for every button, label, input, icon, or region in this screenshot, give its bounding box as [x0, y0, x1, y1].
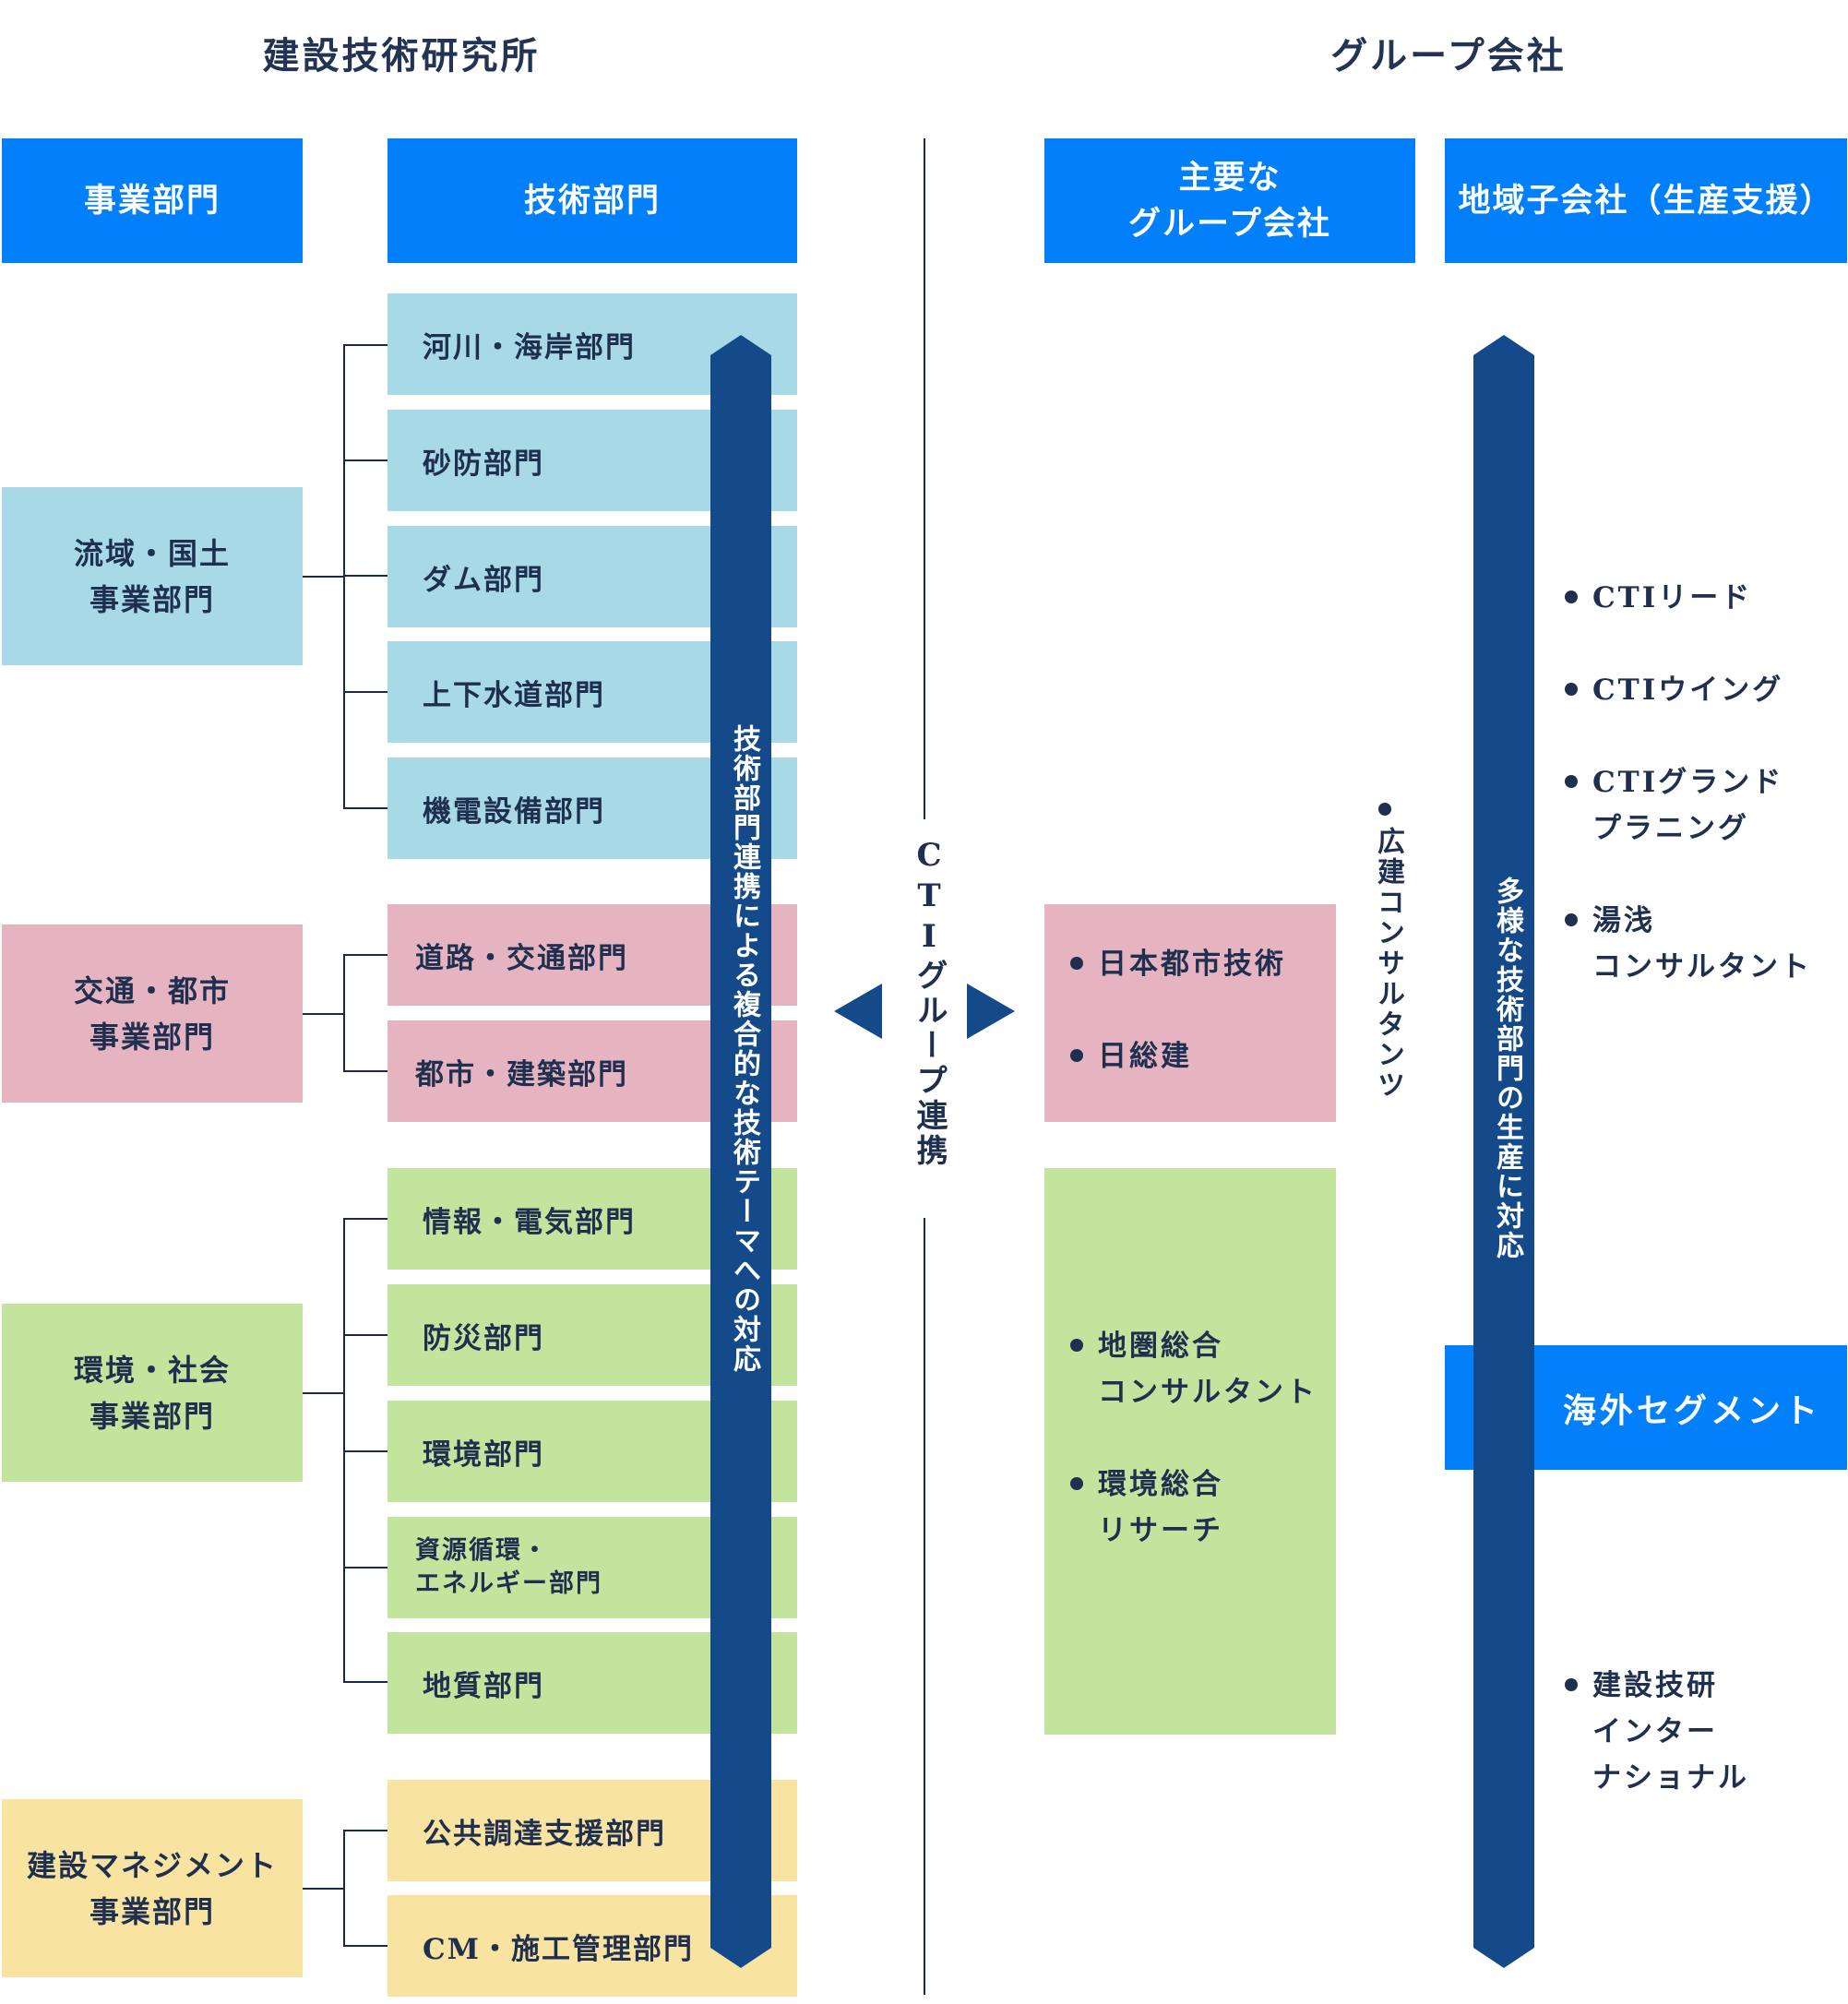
overseas-company-item: 建設技研インターナショナル — [1565, 1663, 1749, 1801]
production-label: 多様な技術部門の生産に対応 — [1491, 877, 1523, 1260]
connector — [303, 1392, 344, 1394]
bullet-icon — [1565, 682, 1578, 696]
group-company-item: 日総建 — [1070, 1033, 1192, 1080]
connector — [343, 691, 387, 693]
bullet-icon — [1565, 774, 1578, 788]
business-unit-construction: 建設マネジメント 事業部門 — [2, 1799, 303, 1977]
connector — [343, 1830, 387, 1831]
regional-company-item: CTIグランドプラニング — [1565, 759, 1783, 852]
group-company-item: 環境総合リサーチ — [1070, 1461, 1223, 1554]
business-unit-basin: 流域・国土 事業部門 — [2, 487, 303, 665]
group-company-item: 日本都市技術 — [1070, 941, 1286, 987]
group-company-box-pink — [1044, 904, 1336, 1122]
header-business: 事業部門 — [2, 138, 303, 263]
cti-group-label: CTIグループ連携 — [907, 826, 952, 1180]
connector — [343, 1681, 387, 1683]
left-section-title: 建設技術研究所 — [262, 34, 541, 78]
regional-company-item: CTIウイング — [1565, 667, 1783, 713]
tech-collab-label: 技術部門連携による複合的な技術テーマへの対応 — [728, 724, 760, 1374]
regional-company-item: 湯浅コンサルタント — [1565, 898, 1812, 990]
bullet-icon — [1565, 913, 1578, 926]
connector — [343, 1218, 387, 1220]
business-unit-traffic: 交通・都市 事業部門 — [2, 924, 303, 1103]
connector — [343, 1830, 345, 1947]
connector — [303, 1013, 344, 1015]
bullet-icon — [1070, 1338, 1083, 1352]
connector — [343, 1334, 387, 1336]
connector — [303, 1888, 344, 1890]
connector — [343, 459, 387, 461]
business-unit-environment: 環境・社会 事業部門 — [2, 1304, 303, 1482]
connector — [343, 954, 345, 1072]
center-divider-bottom — [924, 1218, 925, 1995]
connector — [343, 344, 387, 346]
connector — [343, 1450, 387, 1452]
connector — [343, 954, 387, 956]
right-section-title: グループ会社 — [1330, 34, 1567, 78]
connector — [303, 576, 344, 578]
left-triangle-icon — [834, 984, 882, 1039]
group-company-vertical: 広建コンサルタンツ — [1372, 827, 1404, 1101]
header-main-group: 主要な グループ会社 — [1044, 138, 1415, 263]
tech-collab-arrow — [710, 335, 771, 1968]
bullet-icon — [1565, 1677, 1578, 1691]
connector — [343, 1070, 387, 1072]
bullet-icon — [1378, 803, 1391, 816]
connector — [343, 575, 387, 577]
bullet-icon — [1070, 956, 1083, 970]
group-company-box-green — [1044, 1168, 1336, 1735]
bullet-icon — [1070, 1476, 1083, 1490]
bullet-icon — [1565, 590, 1578, 603]
regional-company-item: CTIリード — [1565, 575, 1752, 621]
header-regional: 地域子会社（生産支援） — [1445, 138, 1847, 263]
connector — [343, 344, 345, 809]
bullet-icon — [1070, 1048, 1083, 1062]
center-divider-top — [924, 138, 925, 819]
connector — [343, 1567, 387, 1569]
right-triangle-icon — [967, 984, 1015, 1039]
group-company-item: 地圏総合コンサルタント — [1070, 1323, 1317, 1415]
production-arrow — [1473, 335, 1534, 1968]
connector — [343, 807, 387, 809]
connector — [343, 1945, 387, 1947]
overseas-label: 海外セグメント — [1562, 1390, 1821, 1430]
header-technical: 技術部門 — [387, 138, 797, 263]
